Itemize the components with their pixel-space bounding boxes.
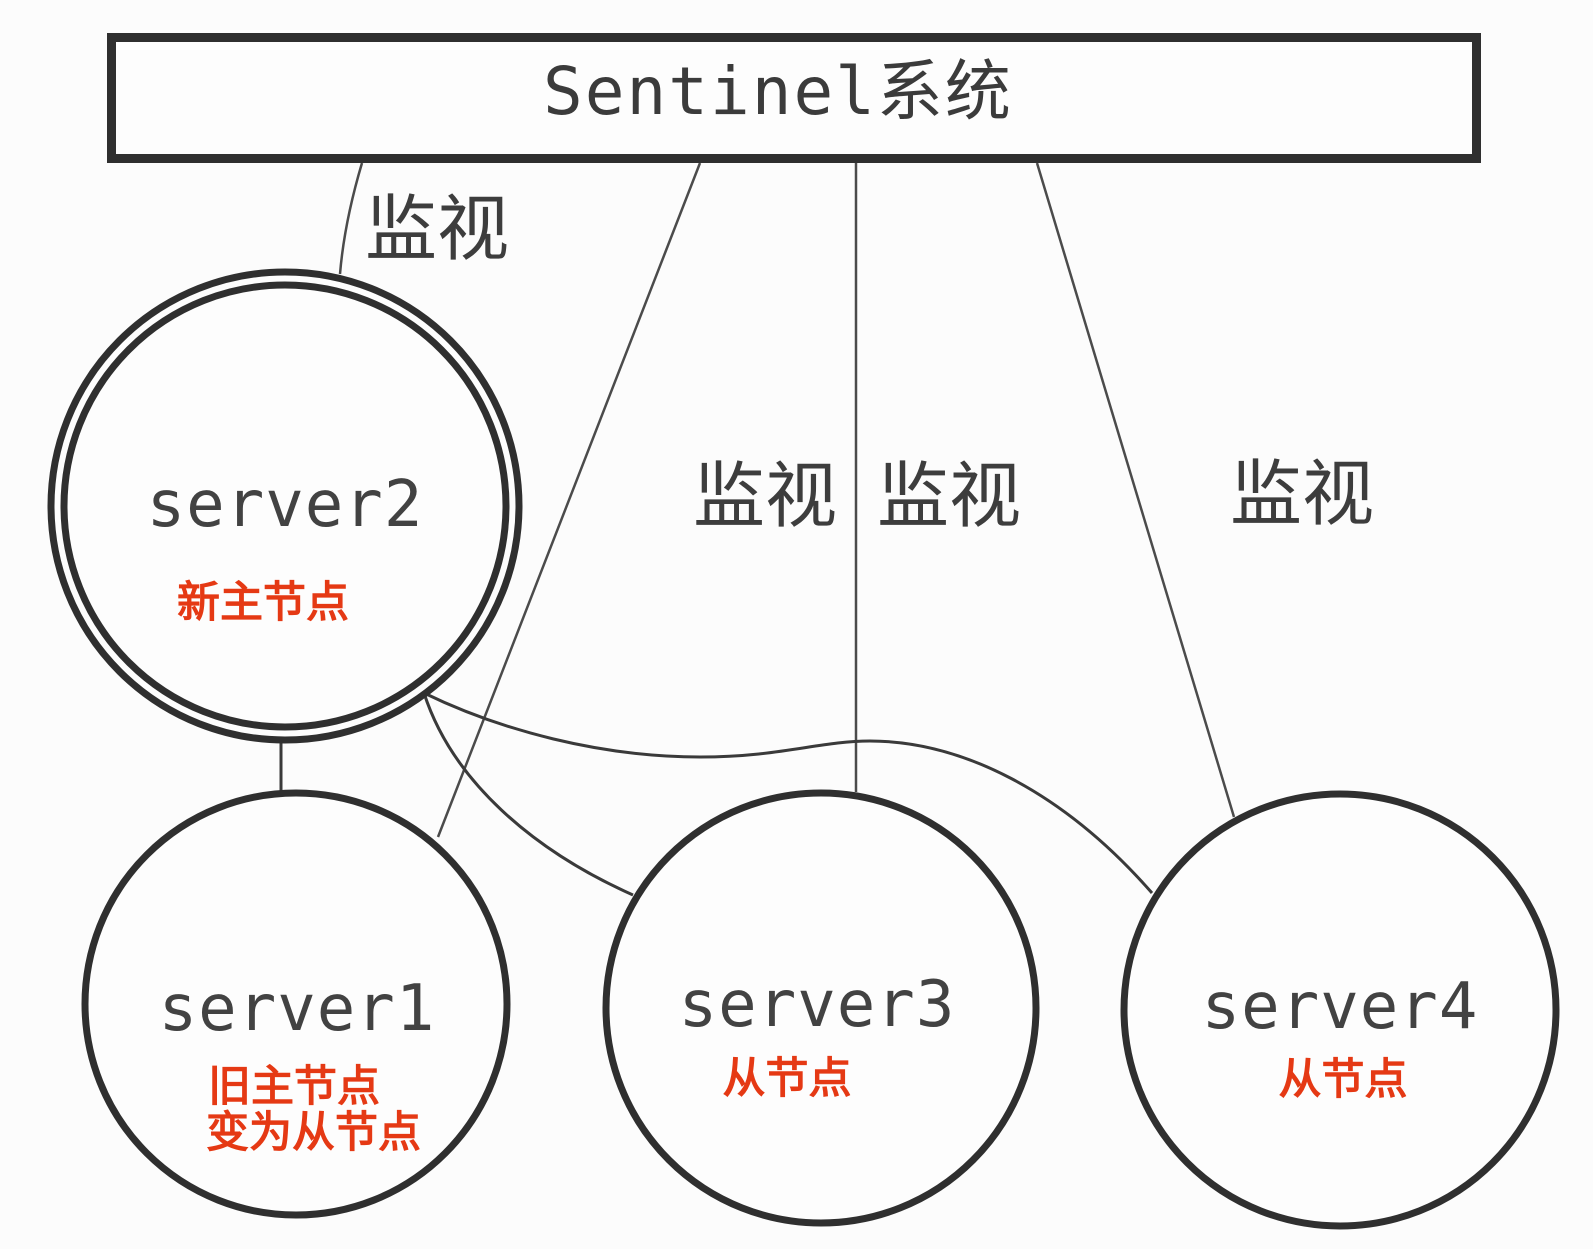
node-annotation-server2: 新主节点 bbox=[177, 579, 349, 627]
node-circle-server2-inner bbox=[60, 281, 510, 731]
node-annotation-server1-line2: 变为从节点 bbox=[206, 1109, 421, 1157]
node-server3: server3 从节点 bbox=[602, 789, 1040, 1227]
monitor-label-server1: 监视 bbox=[693, 457, 837, 537]
node-server2: server2 新主节点 bbox=[47, 268, 523, 744]
node-annotation-server4: 从节点 bbox=[1279, 1056, 1408, 1104]
node-circle-server3 bbox=[602, 789, 1040, 1227]
node-label-server1: server1 bbox=[159, 972, 436, 1046]
monitor-line-server2 bbox=[338, 162, 364, 275]
node-label-server4: server4 bbox=[1202, 970, 1479, 1044]
node-label-server3: server3 bbox=[679, 968, 956, 1042]
node-annotation-server3: 从节点 bbox=[723, 1055, 852, 1103]
node-annotation-server1-line1: 旧主节点 bbox=[208, 1063, 380, 1111]
replication-curve-server2-server3 bbox=[422, 692, 634, 897]
monitor-label-server4: 监视 bbox=[1230, 455, 1374, 535]
node-server4: server4 从节点 bbox=[1120, 790, 1560, 1230]
monitor-line-server1 bbox=[436, 162, 702, 838]
node-label-server2: server2 bbox=[147, 468, 424, 542]
sentinel-box-label: Sentinel系统 bbox=[543, 53, 1013, 130]
node-circle-server4 bbox=[1120, 790, 1560, 1230]
monitor-label-server2: 监视 bbox=[365, 190, 509, 270]
sentinel-box bbox=[107, 33, 1481, 163]
node-circle-server1 bbox=[81, 789, 511, 1219]
replication-curve-server2-server4 bbox=[423, 691, 1154, 894]
monitor-label-server3: 监视 bbox=[877, 457, 1021, 537]
monitor-line-server4 bbox=[1035, 162, 1236, 818]
node-server1: server1 旧主节点 变为从节点 bbox=[81, 789, 511, 1219]
